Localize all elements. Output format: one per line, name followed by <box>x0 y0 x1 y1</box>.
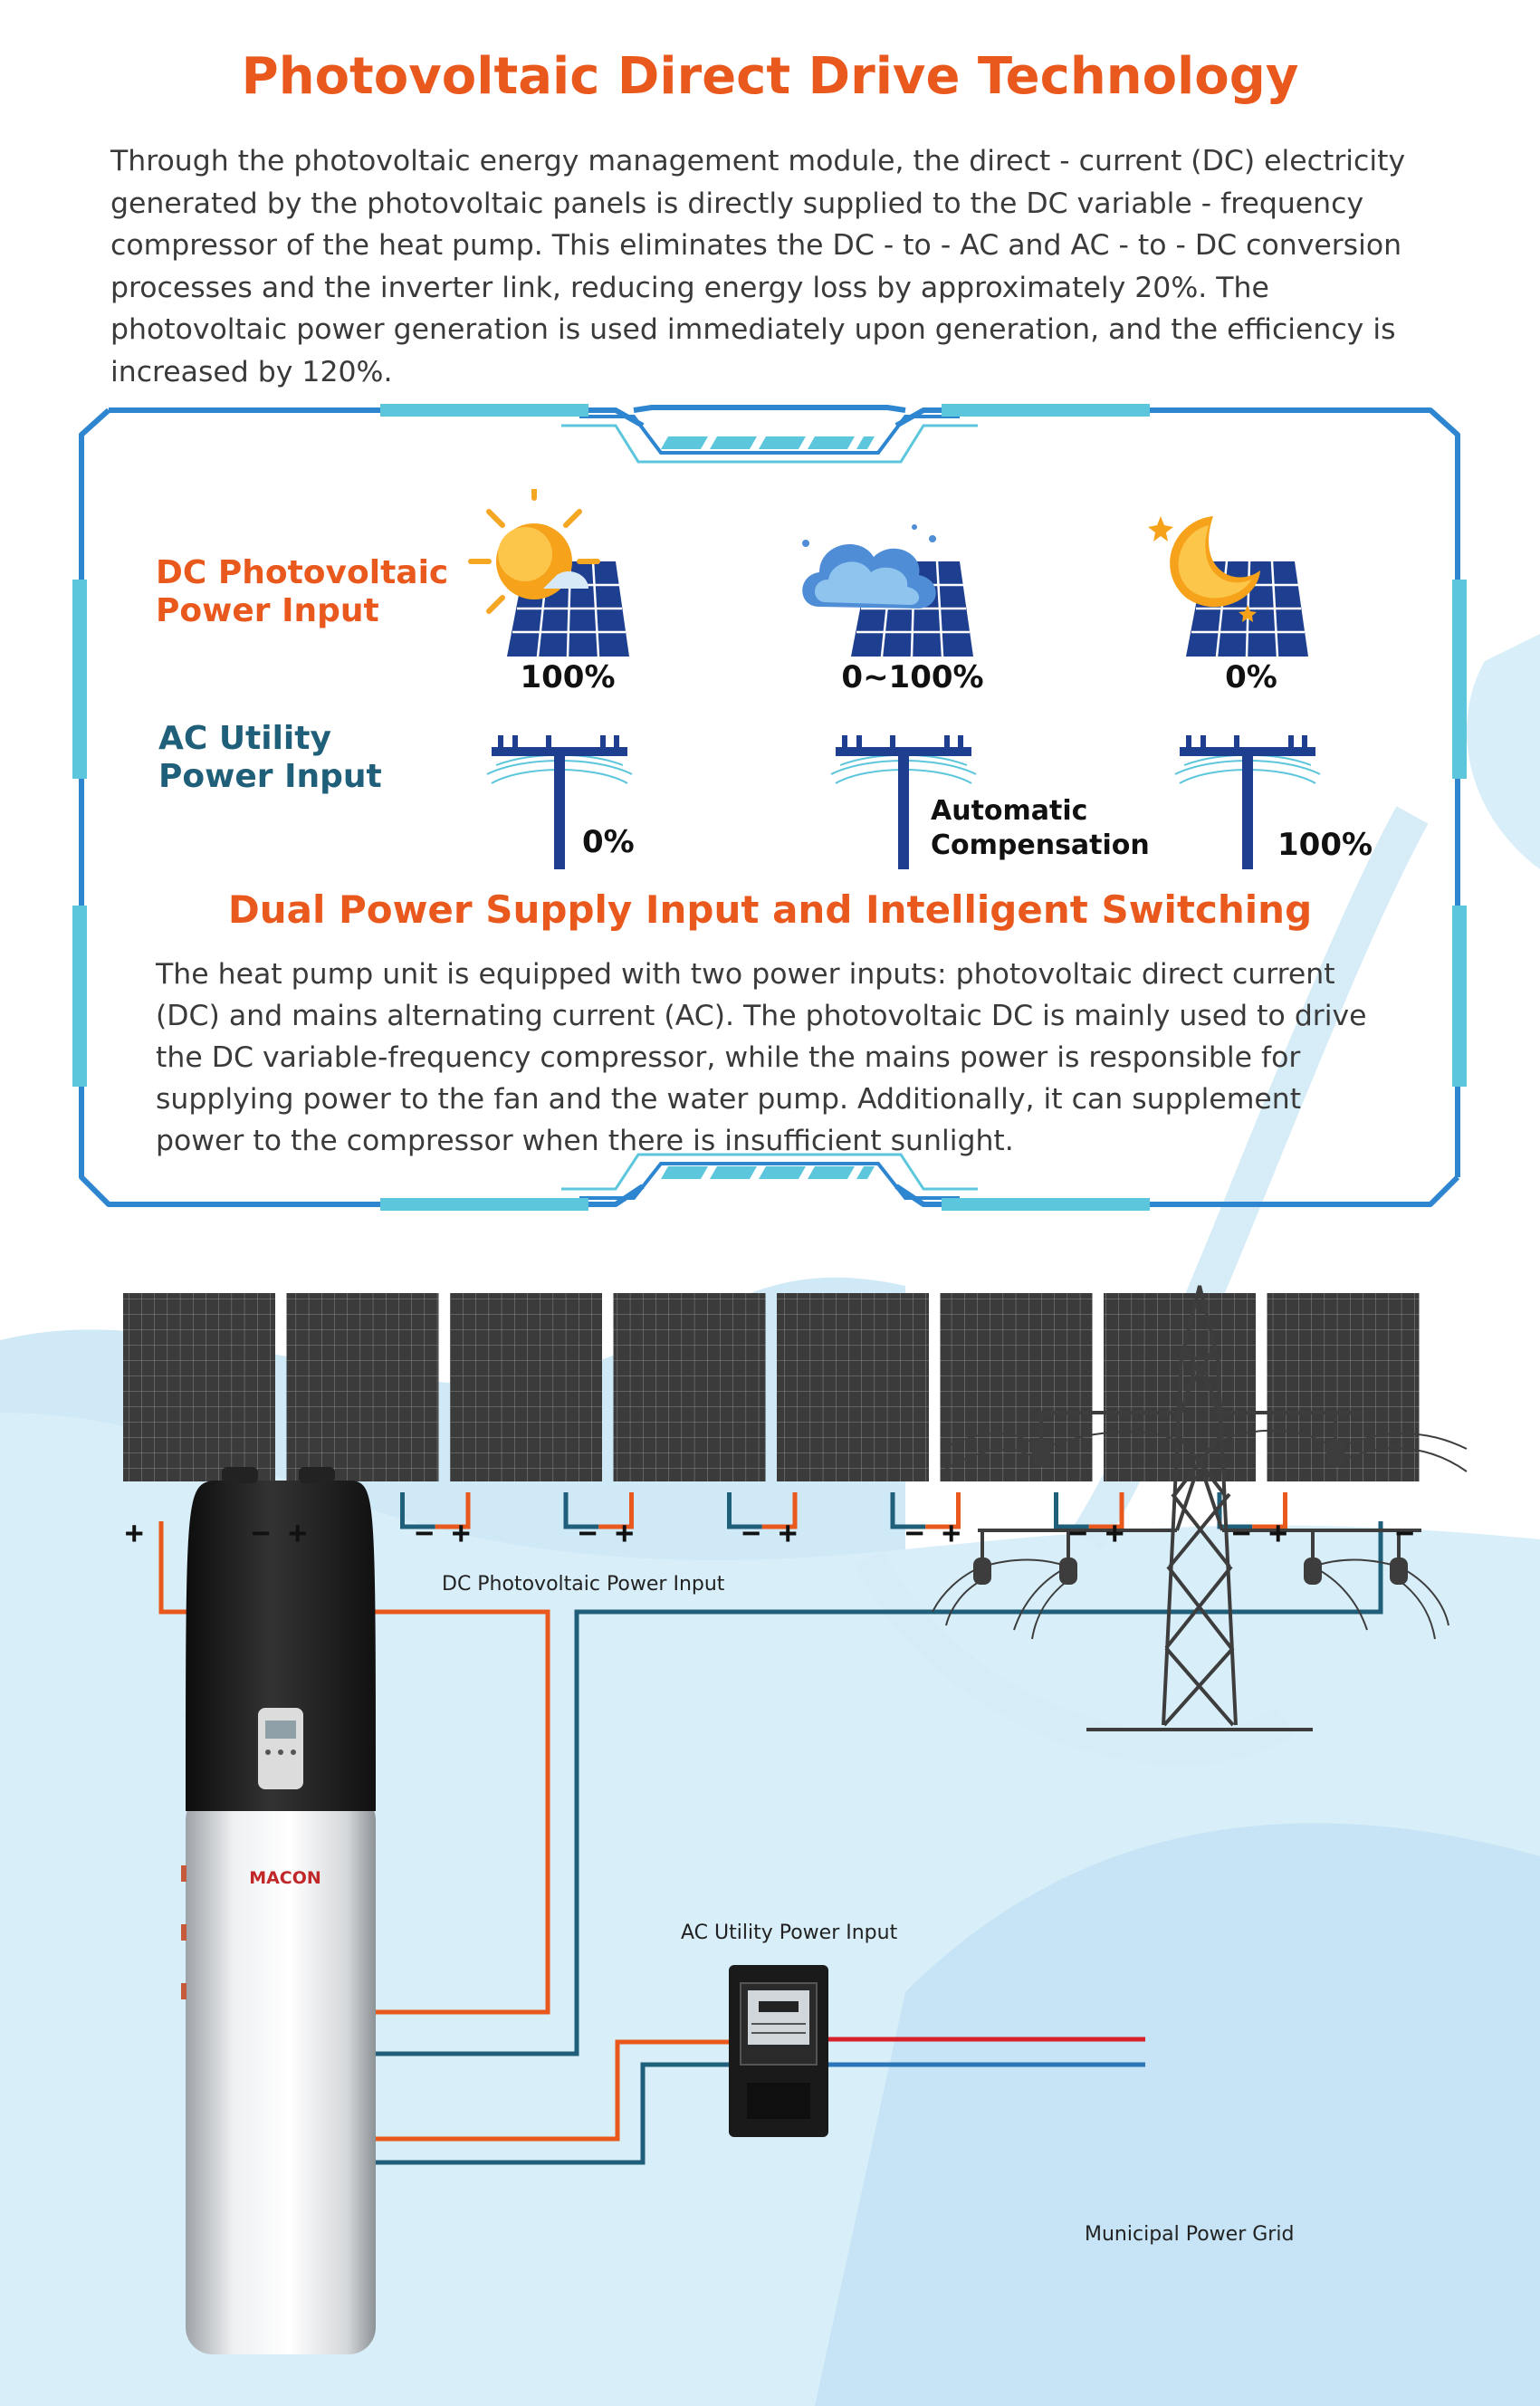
dc-input-label: DC Photovoltaic Power Input <box>156 554 448 630</box>
terminal-minus: − <box>741 1515 760 1551</box>
solar-panel <box>613 1293 766 1481</box>
series-link-positive <box>925 1492 961 1529</box>
solar-panel <box>450 1293 602 1481</box>
system-diagram: MACON <box>123 1285 1468 2354</box>
ac-line-wire <box>373 2039 729 2142</box>
cloud-icon <box>802 524 975 658</box>
dc-input-caption: DC Photovoltaic Power Input <box>442 1573 725 1596</box>
brand-logo: MACON <box>249 1868 321 1888</box>
terminal-minus: − <box>579 1515 598 1551</box>
dc-positive-wire <box>158 1521 550 2015</box>
ac-input-label: AC Utility Power Input <box>158 720 382 796</box>
series-link-positive <box>435 1492 471 1529</box>
moon-icon <box>1148 516 1310 658</box>
solar-panel <box>286 1293 439 1481</box>
ac-value-moon: 100% <box>1277 827 1373 863</box>
ac-value-cloud-line1: Automatic <box>931 795 1088 827</box>
solar-panel <box>123 1293 275 1481</box>
terminal-plus: + <box>125 1515 144 1551</box>
solar-panel-array <box>123 1293 1420 1481</box>
series-link-negative <box>1054 1492 1089 1529</box>
intro-paragraph: Through the photovoltaic energy manageme… <box>110 145 1406 388</box>
series-link-negative <box>727 1492 762 1529</box>
page-title: Photovoltaic Direct Drive Technology <box>241 47 1299 106</box>
series-link-negative <box>563 1492 599 1529</box>
series-link-positive <box>598 1492 634 1529</box>
terminal-plus: + <box>1105 1515 1124 1551</box>
terminal-minus: − <box>252 1515 271 1551</box>
solar-panel <box>940 1293 1093 1481</box>
series-link-positive <box>761 1492 798 1529</box>
terminal-minus: − <box>1395 1515 1414 1551</box>
terminal-minus: − <box>415 1515 434 1551</box>
terminal-plus: + <box>1268 1515 1287 1551</box>
solar-panel <box>777 1293 929 1481</box>
section-subtitle: Dual Power Supply Input and Intelligent … <box>227 887 1313 932</box>
heat-pump-water-heater: MACON <box>181 1467 376 2354</box>
section-body: The heat pump unit is equipped with two … <box>156 958 1367 1157</box>
dc-negative-wire <box>373 1521 1383 2056</box>
ac-value-cloud-line2: Compensation <box>931 829 1150 861</box>
insulators <box>973 1440 1408 1585</box>
dc-value-sun: 100% <box>520 659 616 695</box>
dc-value-cloud: 0~100% <box>841 659 984 695</box>
ac-input-caption: AC Utility Power Input <box>681 1922 898 1944</box>
terminal-plus: + <box>452 1515 471 1551</box>
series-link-positive <box>1252 1492 1287 1529</box>
series-link-positive <box>1088 1492 1124 1529</box>
terminal-minus: − <box>1068 1515 1087 1551</box>
grid-caption: Municipal Power Grid <box>1085 2223 1295 2246</box>
terminal-plus: + <box>779 1515 798 1551</box>
series-link-negative <box>890 1492 926 1529</box>
dc-label-line1: DC Photovoltaic <box>156 554 449 591</box>
terminal-minus: − <box>905 1515 924 1551</box>
scenario-icons <box>468 489 1321 869</box>
ac-neutral-wire <box>373 2062 729 2165</box>
terminal-plus: + <box>615 1515 634 1551</box>
dc-label-line2: Power Input <box>156 592 379 629</box>
ac-value-sun: 0% <box>582 824 635 860</box>
sun-icon <box>468 489 631 658</box>
electricity-meter <box>729 1965 828 2137</box>
dc-value-moon: 0% <box>1225 659 1277 695</box>
ac-label-line2: Power Input <box>158 758 382 795</box>
transmission-tower <box>978 1285 1421 1731</box>
terminal-plus: + <box>942 1515 961 1551</box>
ac-label-line1: AC Utility <box>158 720 331 757</box>
terminal-minus: − <box>1232 1515 1251 1551</box>
terminal-plus: + <box>288 1515 307 1551</box>
tech-frame <box>72 404 1467 1211</box>
series-link-negative <box>400 1492 435 1529</box>
ac-value-cloud: Automatic Compensation <box>931 794 1150 863</box>
